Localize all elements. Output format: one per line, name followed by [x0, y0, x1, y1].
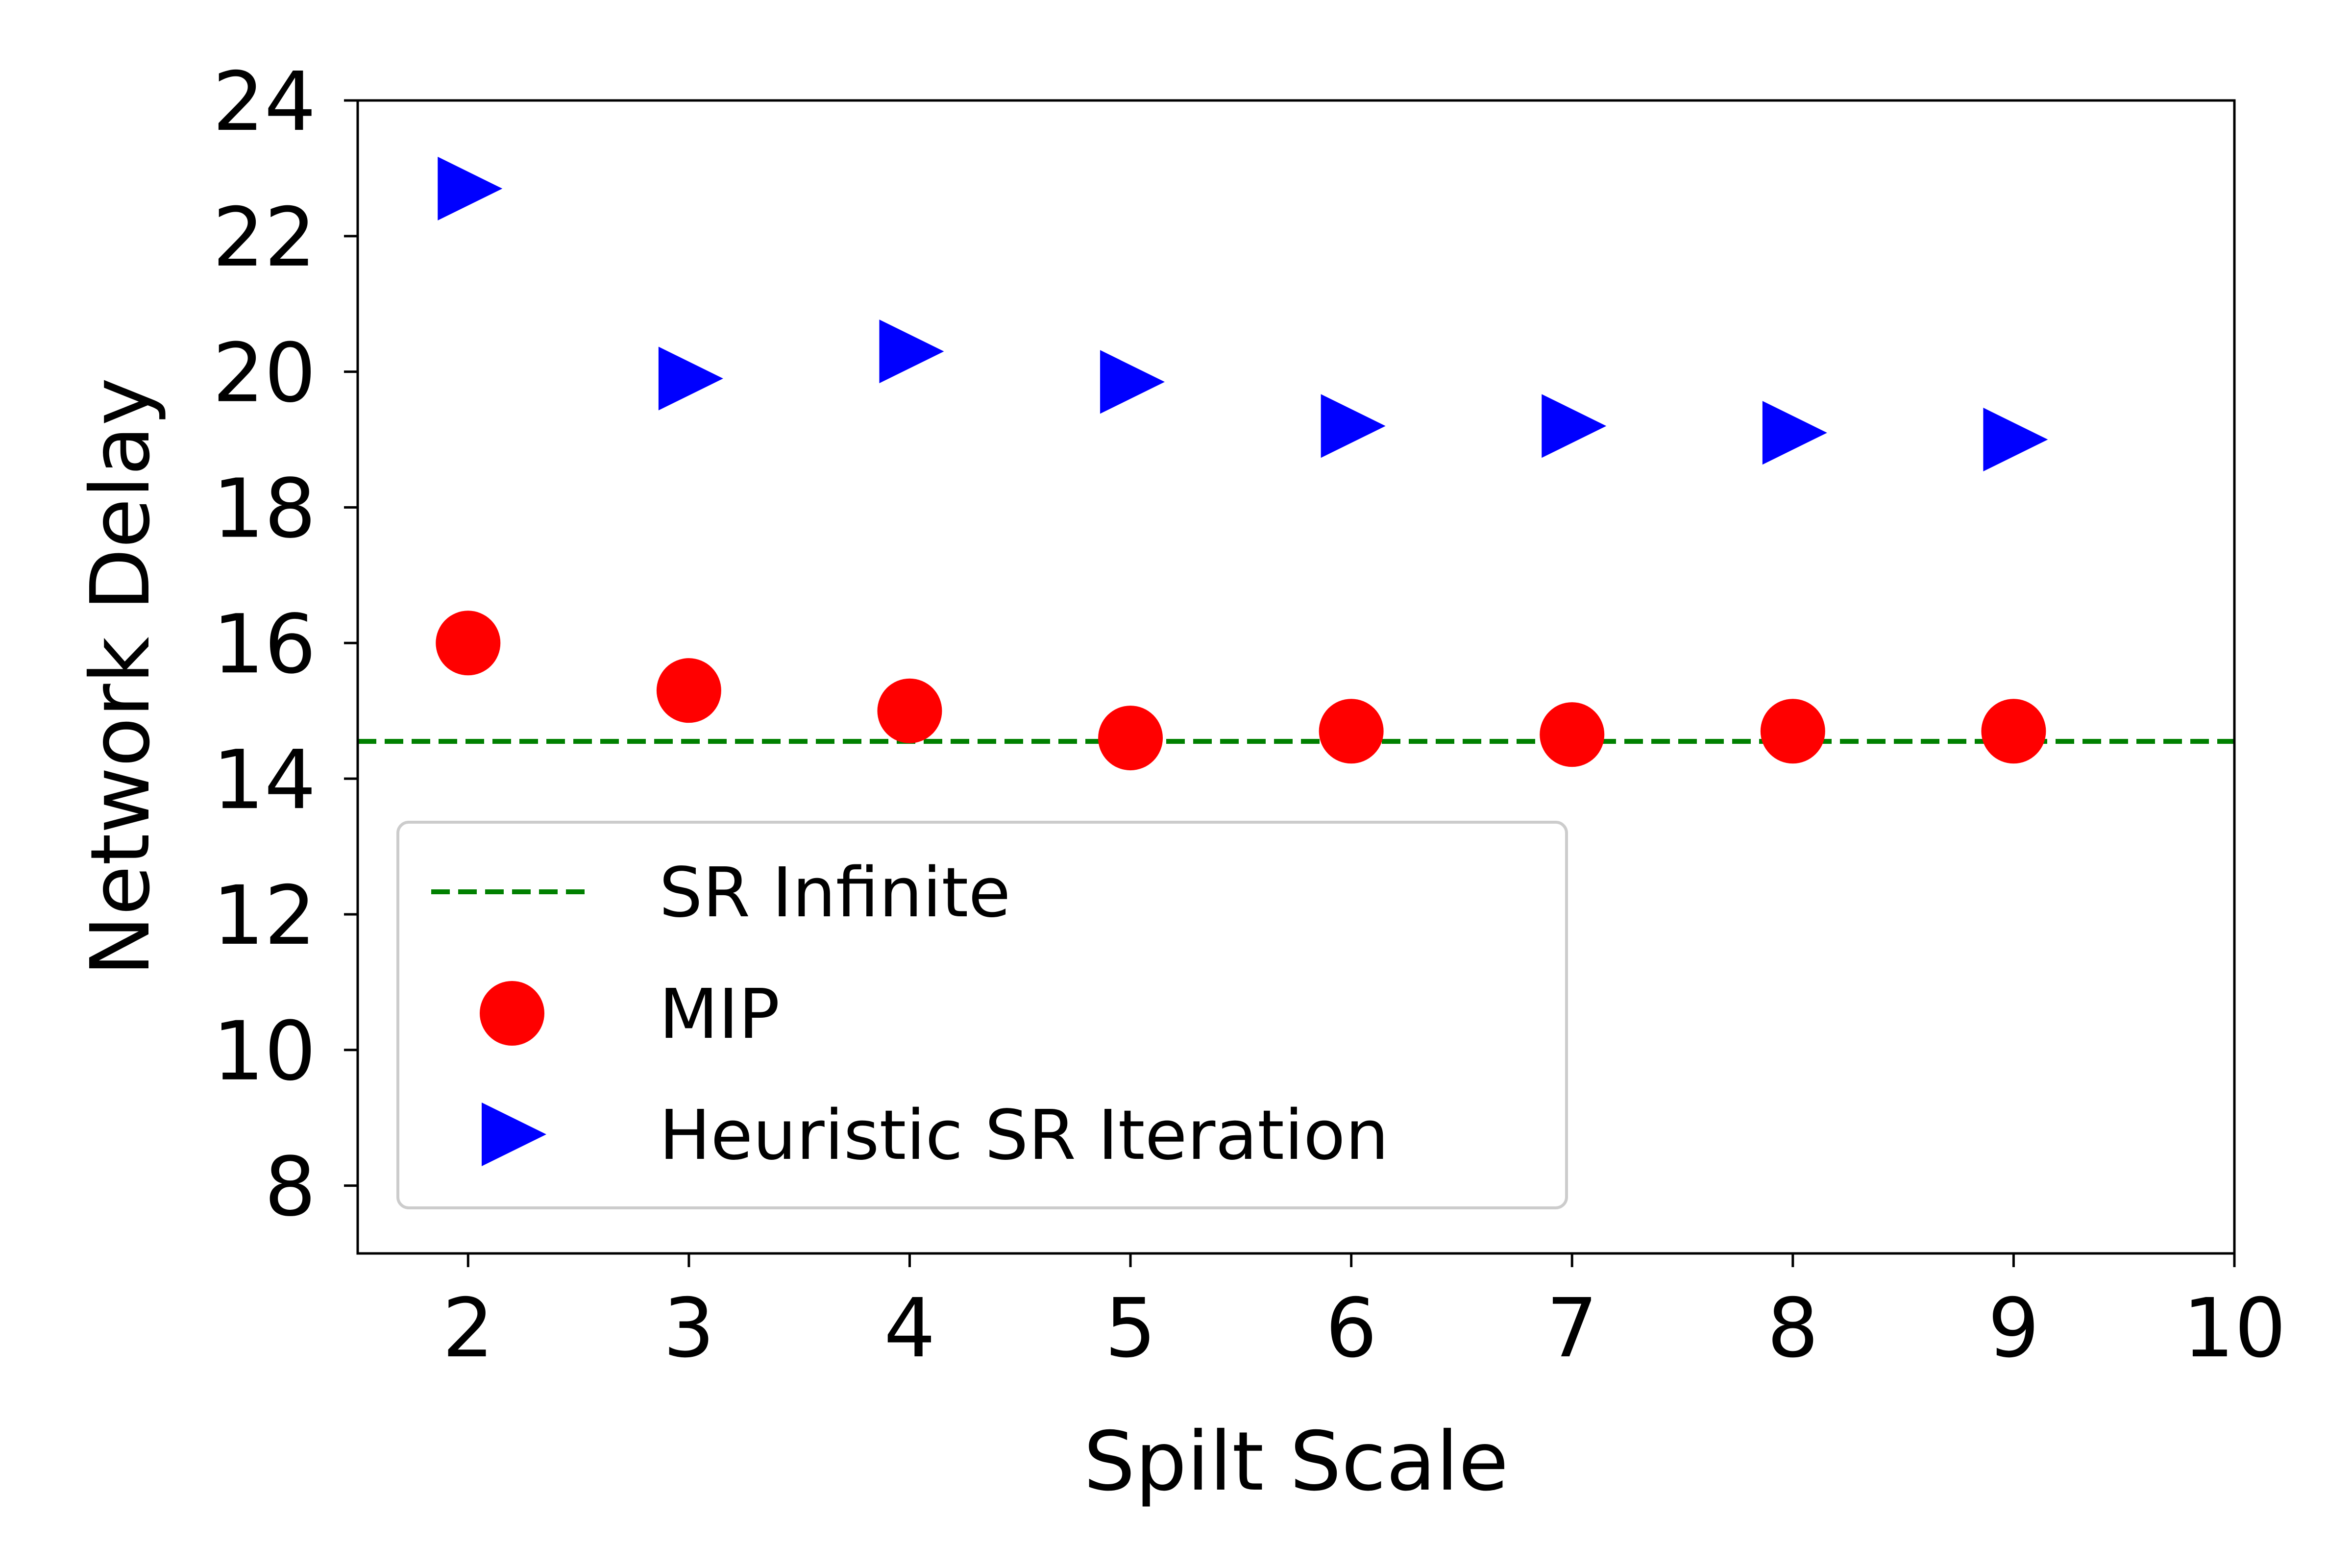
heuristic-point: [1542, 394, 1607, 458]
x-tick-label: 10: [2182, 1281, 2286, 1376]
heuristic-point: [1762, 401, 1827, 465]
mip-point: [1981, 699, 2046, 764]
legend-box: [396, 821, 1568, 1209]
heuristic-point: [658, 346, 723, 411]
axis-ticks: 2 3 4 5 6 7 8 9 10 8 10 12 14 16 18 20 22 24: [213, 55, 2286, 1376]
y-tick-label: 24: [213, 55, 316, 149]
heuristic-point: [438, 156, 503, 220]
y-tick-label: 18: [213, 462, 316, 556]
x-tick-label: 6: [1325, 1281, 1377, 1376]
x-tick-label: 3: [663, 1281, 715, 1376]
heuristic-point: [1321, 394, 1386, 458]
mip-point: [1319, 699, 1384, 764]
legend-handle-mip: [480, 981, 544, 1046]
x-axis-label: Spilt Scale: [1083, 1415, 1508, 1509]
x-tick-label: 4: [884, 1281, 936, 1376]
heuristic-point: [1100, 350, 1165, 414]
heuristic-point: [879, 319, 944, 384]
legend-label: MIP: [659, 975, 780, 1054]
mip-point: [436, 611, 501, 676]
plot-area: [358, 156, 2234, 771]
legend-label: Heuristic SR Iteration: [659, 1096, 1389, 1176]
mip-point: [656, 658, 721, 723]
mip-point: [1098, 706, 1163, 771]
mip-point: [1760, 699, 1825, 764]
y-tick-label: 12: [213, 869, 316, 963]
y-tick-label: 22: [213, 191, 316, 285]
y-axis-label: Network Delay: [74, 378, 168, 977]
x-tick-label: 8: [1767, 1281, 1819, 1376]
x-tick-label: 9: [1988, 1281, 2040, 1376]
x-tick-label: 2: [442, 1281, 494, 1376]
plot-frame: [356, 99, 2236, 1255]
y-tick-label: 20: [213, 326, 316, 421]
x-tick-label: 5: [1104, 1281, 1156, 1376]
y-tick-label: 8: [264, 1140, 316, 1235]
legend-handle-heuristic: [482, 1102, 546, 1166]
y-tick-label: 10: [213, 1004, 316, 1099]
heuristic-point: [1983, 408, 2048, 472]
x-tick-label: 7: [1546, 1281, 1598, 1376]
mip-point: [1540, 702, 1605, 767]
legend-label: SR Infinite: [659, 853, 1011, 933]
mip-point: [877, 678, 942, 743]
y-tick-label: 16: [213, 597, 316, 692]
y-tick-label: 14: [213, 733, 316, 828]
